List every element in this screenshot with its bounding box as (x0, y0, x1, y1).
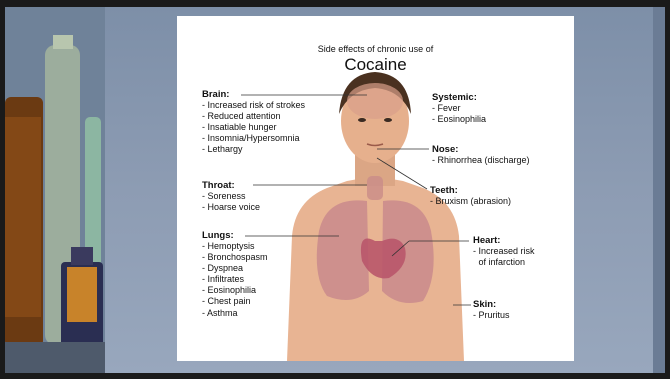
lungs-group: Lungs: Hemoptysis Bronchospasm Dyspnea I… (202, 230, 268, 319)
skin-item: Pruritus (473, 310, 510, 321)
nose-heading: Nose: (432, 144, 530, 155)
slide-frame: Side effects of chronic use of Cocaine (5, 7, 665, 373)
brain-item: Insomnia/Hypersomnia (202, 133, 305, 144)
nose-group: Nose: Rhinorrhea (discharge) (432, 144, 530, 166)
teeth-heading: Teeth: (430, 185, 511, 196)
systemic-item: Fever (432, 103, 486, 114)
skin-group: Skin: Pruritus (473, 299, 510, 321)
medicine-bottles-photo (5, 7, 105, 373)
brain-group: Brain: Increased risk of strokes Reduced… (202, 89, 305, 155)
throat-heading: Throat: (202, 180, 260, 191)
lungs-item: Hemoptysis (202, 241, 268, 252)
systemic-heading: Systemic: (432, 92, 486, 103)
throat-item: Hoarse voice (202, 202, 260, 213)
lungs-item: Asthma (202, 308, 268, 319)
systemic-group: Systemic: Fever Eosinophilia (432, 92, 486, 125)
lungs-item: Dyspnea (202, 263, 268, 274)
brain-item: Insatiable hunger (202, 122, 305, 133)
brain-item: Increased risk of strokes (202, 100, 305, 111)
teeth-group: Teeth: Bruxism (abrasion) (430, 185, 511, 207)
slide-right-edge (653, 7, 665, 373)
lungs-item: Bronchospasm (202, 252, 268, 263)
throat-group: Throat: Soreness Hoarse voice (202, 180, 260, 213)
lungs-item: Eosinophilia (202, 285, 268, 296)
lungs-heading: Lungs: (202, 230, 268, 241)
skin-heading: Skin: (473, 299, 510, 310)
heart-group: Heart: Increased risk - of infarction (473, 235, 535, 268)
heart-item-continued: of infarction (479, 257, 526, 267)
nose-item: Rhinorrhea (discharge) (432, 155, 530, 166)
lungs-item: Infiltrates (202, 274, 268, 285)
systemic-item: Eosinophilia (432, 114, 486, 125)
teeth-item: Bruxism (abrasion) (430, 196, 511, 207)
heart-heading: Heart: (473, 235, 535, 246)
cocaine-side-effects-chart: Side effects of chronic use of Cocaine (177, 16, 574, 361)
brain-item: Lethargy (202, 144, 305, 155)
heart-item: Increased risk (473, 246, 535, 257)
heart-item: - of infarction (473, 257, 535, 268)
throat-item: Soreness (202, 191, 260, 202)
brain-item: Reduced attention (202, 111, 305, 122)
brain-heading: Brain: (202, 89, 305, 100)
lungs-item: Chest pain (202, 296, 268, 307)
